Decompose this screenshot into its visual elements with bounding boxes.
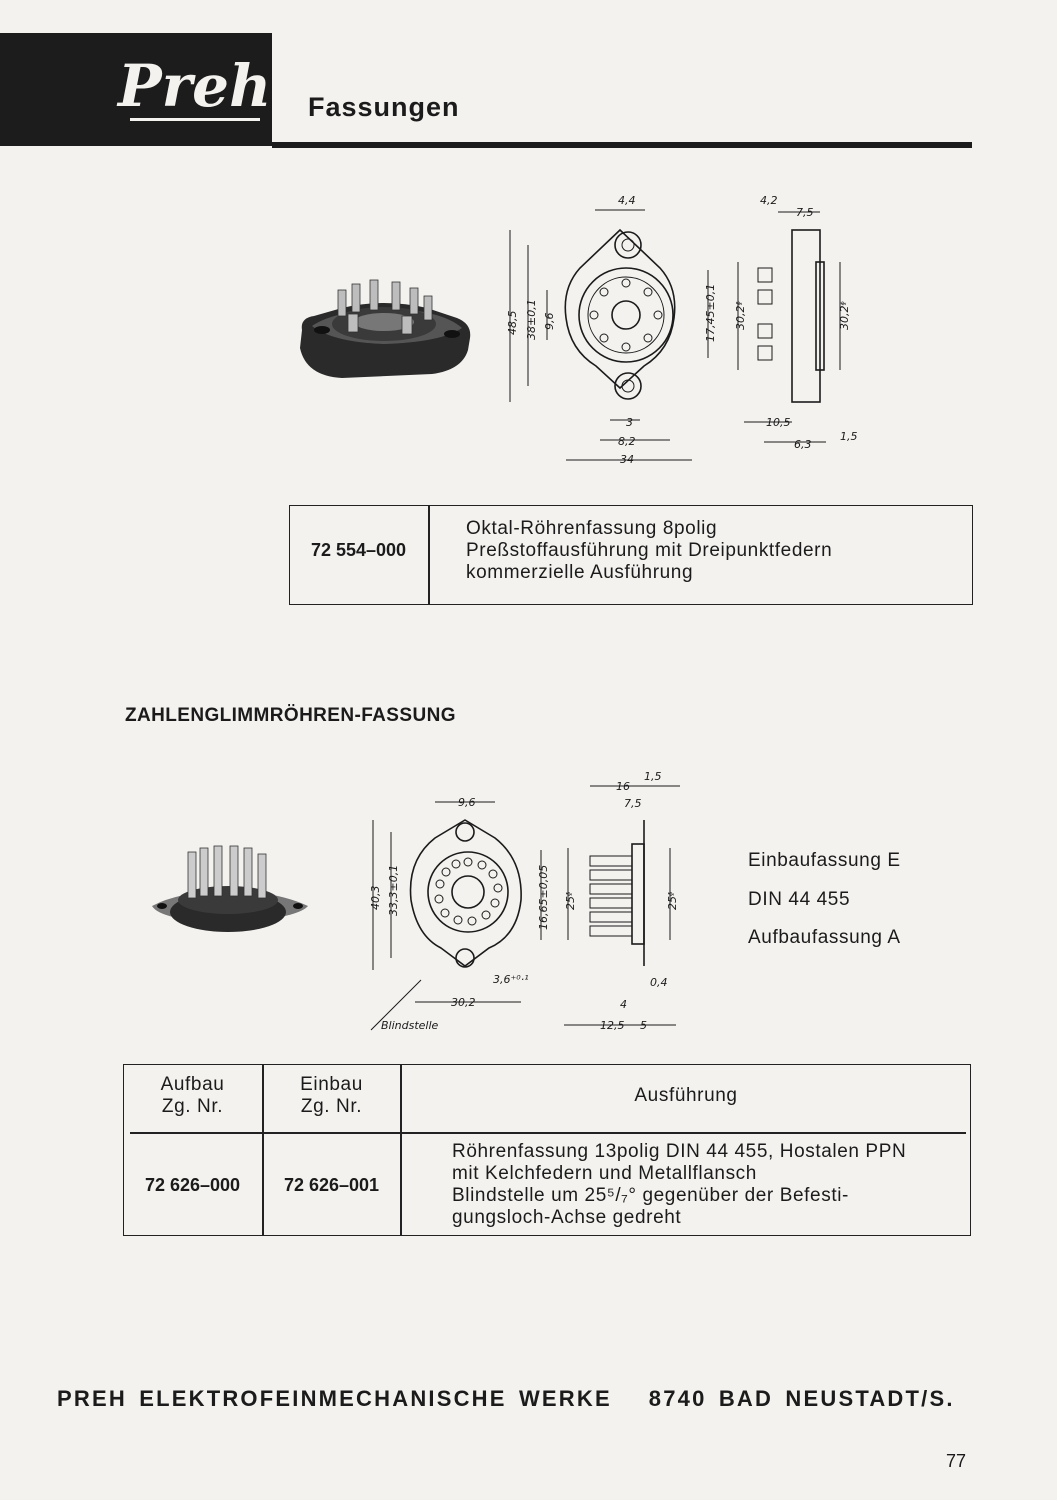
- product2-table: [123, 1064, 971, 1236]
- logo-underline: [130, 118, 260, 121]
- dim-7-5: 7,5: [624, 797, 642, 810]
- dim-9-6: 9,6: [543, 313, 556, 331]
- table-header-rule: [130, 1132, 966, 1134]
- header-line: Einbau: [300, 1074, 363, 1095]
- dim-48-5: 48,5: [506, 311, 519, 336]
- description-line: mit Kelchfedern und Metallflansch: [452, 1163, 757, 1184]
- dim-9-6: 9,6: [458, 796, 476, 809]
- dim-4: 4: [620, 998, 627, 1011]
- company-footer: PREH ELEKTROFEINMECHANISCHE WERKE 8740 B…: [57, 1386, 955, 1411]
- dim-30-2-right: 30,2ᶲ: [838, 301, 851, 330]
- description-line: Oktal-Röhrenfassung 8polig: [466, 518, 718, 539]
- label-aufbaufassung: Aufbaufassung A: [748, 927, 901, 948]
- product1-description: Oktal-Röhrenfassung 8polig Preßstoffausf…: [466, 518, 832, 584]
- page-title: Fassungen: [308, 92, 460, 122]
- table-divider: [262, 1064, 264, 1236]
- blindstelle-label: Blindstelle: [381, 1019, 439, 1032]
- dim-3-6: 3,6⁺⁰·¹: [493, 973, 529, 986]
- description-line: kommerzielle Ausführung: [466, 562, 694, 583]
- dim-0-4: 0,4: [650, 976, 668, 989]
- dim-5: 5: [640, 1019, 647, 1032]
- octal-socket-photo: [300, 279, 471, 378]
- description-line: Preßstoffausführung mit Dreipunktfedern: [466, 540, 833, 561]
- octal-socket-front-drawing: 4,4 48,5 38±0,1 9,6 17,45±0,1 3 8,2 34: [506, 194, 717, 465]
- preh-logo: Preh: [118, 52, 272, 120]
- octal-socket-side-drawing: 4,2 7,5 30,2ᶲ 30,2ᶲ 10,5 6,3 1,5: [734, 194, 858, 451]
- description-line: Blindstelle um 25⁵/₇° gegenüber der Befe…: [452, 1185, 849, 1206]
- numeric-tube-socket-front-drawing: 9,6 40,3 33,3±0,1 16,65±0,05 3,6⁺⁰·¹ 30,…: [369, 796, 550, 1032]
- dim-34: 34: [620, 453, 634, 465]
- header-einbau: Einbau Zg. Nr.: [263, 1074, 400, 1118]
- product2-description: Röhrenfassung 13polig DIN 44 455, Hostal…: [452, 1141, 906, 1229]
- description-line: gungsloch-Achse gedreht: [452, 1207, 682, 1228]
- dim-1-5: 1,5: [644, 770, 662, 783]
- einbau-code: 72 626–001: [283, 1175, 380, 1195]
- header-line: Zg. Nr.: [300, 1096, 363, 1117]
- header-line: Aufbau: [160, 1074, 225, 1095]
- dim-3: 3: [626, 416, 633, 429]
- dim-10-5: 10,5: [766, 416, 791, 429]
- dim-30-2: 30,2: [451, 996, 476, 1009]
- header-ausfuehrung: Ausführung: [634, 1085, 738, 1106]
- dim-16: 16: [616, 780, 630, 793]
- page-number: 77: [946, 1451, 967, 1471]
- table-divider: [400, 1064, 402, 1236]
- dim-1-5: 1,5: [840, 430, 858, 443]
- table-divider: [428, 505, 430, 605]
- dim-4-4: 4,4: [618, 194, 636, 207]
- product1-code: 72 554–000: [310, 540, 407, 560]
- header-aufbau: Aufbau Zg. Nr.: [123, 1074, 262, 1118]
- dim-4-2: 4,2: [760, 194, 778, 207]
- dim-33-3: 33,3±0,1: [387, 865, 400, 916]
- numeric-tube-socket-side-drawing: 16 1,5 7,5 25ᶲ 25ᶲ 0,4 4 12,5 5: [564, 770, 680, 1032]
- aufbau-code: 72 626–000: [144, 1175, 241, 1195]
- dim-12-5: 12,5: [600, 1019, 625, 1032]
- dim-30-2-left: 30,2ᶲ: [734, 301, 747, 330]
- dim-38: 38±0,1: [525, 299, 538, 340]
- dim-25-left: 25ᶲ: [564, 891, 577, 910]
- dim-25-right: 25ᶲ: [666, 891, 679, 910]
- label-einbaufassung: Einbaufassung E: [748, 850, 901, 871]
- dim-17-45: 17,45±0,1: [704, 284, 717, 342]
- header-rule: [272, 142, 972, 148]
- section-heading: ZAHLENGLIMMRÖHREN-FASSUNG: [125, 705, 456, 726]
- dim-16-65: 16,65±0,05: [537, 865, 550, 930]
- label-din: DIN 44 455: [748, 889, 851, 910]
- product1-table: [289, 505, 973, 605]
- description-line: Röhrenfassung 13polig DIN 44 455, Hostal…: [452, 1141, 907, 1162]
- logo-block: [0, 33, 272, 146]
- header-line: Zg. Nr.: [161, 1096, 224, 1117]
- numeric-tube-socket-photo: [152, 845, 308, 932]
- dim-8-2: 8,2: [618, 435, 636, 448]
- dim-6-3: 6,3: [794, 438, 812, 451]
- dim-40-3: 40,3: [369, 886, 382, 911]
